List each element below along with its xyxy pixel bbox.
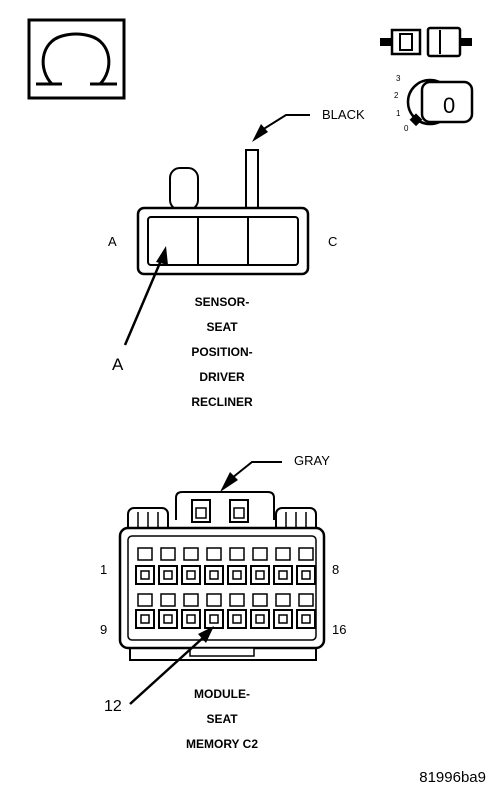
module-pin-cavity [181, 547, 201, 585]
ign-pos-1: 1 [396, 109, 401, 118]
module-title-line-1: MODULE- [194, 687, 250, 701]
ign-pos-0: 0 [404, 124, 409, 133]
ign-pos-3: 3 [396, 74, 401, 83]
module-pin-cavity [158, 547, 178, 585]
ohm-symbol-icon [27, 18, 126, 100]
module-title-line-3: MEMORY C2 [186, 737, 258, 751]
module-pin-cavity [181, 593, 201, 629]
sensor-title-line-4: DRIVER [199, 370, 245, 384]
sensor-pin-callout: A [112, 355, 124, 374]
module-pin-cavity [204, 593, 224, 629]
module-pin-callout: 12 [104, 698, 122, 715]
sensor-title-line-1: SENSOR- [195, 295, 250, 309]
disconnected-connector-icon [380, 26, 472, 58]
sensor-title-line-3: POSITION- [191, 345, 252, 359]
module-pin-cavity [135, 593, 155, 629]
module-pin-cavity [296, 593, 316, 629]
module-pin-cavity [250, 593, 270, 629]
sensor-color-label: BLACK [322, 107, 365, 122]
ignition-key-icon: 3 2 1 0 0 [394, 74, 474, 133]
module-connector: GRAY [100, 453, 346, 751]
module-pin-label-9: 9 [100, 622, 107, 637]
sensor-title-line-5: RECLINER [191, 395, 253, 409]
module-color-label: GRAY [294, 453, 330, 468]
sensor-side-c-label: C [328, 234, 337, 249]
module-pin-cavity [296, 547, 316, 585]
sensor-side-a-label: A [108, 234, 117, 249]
sensor-connector: BLACK A C A SENSOR- SEAT POSITION- DRIVE… [108, 107, 365, 409]
module-pin-row-2 [135, 593, 316, 629]
module-pin-cavity [273, 593, 293, 629]
module-pin-label-16: 16 [332, 622, 346, 637]
figure-id-label: 81996ba9 [419, 769, 486, 786]
module-pin-label-1: 1 [100, 562, 107, 577]
ign-pos-2: 2 [394, 91, 399, 100]
module-pin-cavity [227, 547, 247, 585]
module-pin-cavity [250, 547, 270, 585]
module-title-line-2: SEAT [206, 712, 238, 726]
module-pin-cavity [204, 547, 224, 585]
module-pin-label-8: 8 [332, 562, 339, 577]
key-position-label: 0 [443, 93, 455, 118]
module-pin-cavity [227, 593, 247, 629]
module-pin-cavity [135, 547, 155, 585]
module-pin-cavity [158, 593, 178, 629]
sensor-title-line-2: SEAT [206, 320, 238, 334]
module-pin-row-1 [135, 547, 316, 585]
module-pin-cavity [273, 547, 293, 585]
